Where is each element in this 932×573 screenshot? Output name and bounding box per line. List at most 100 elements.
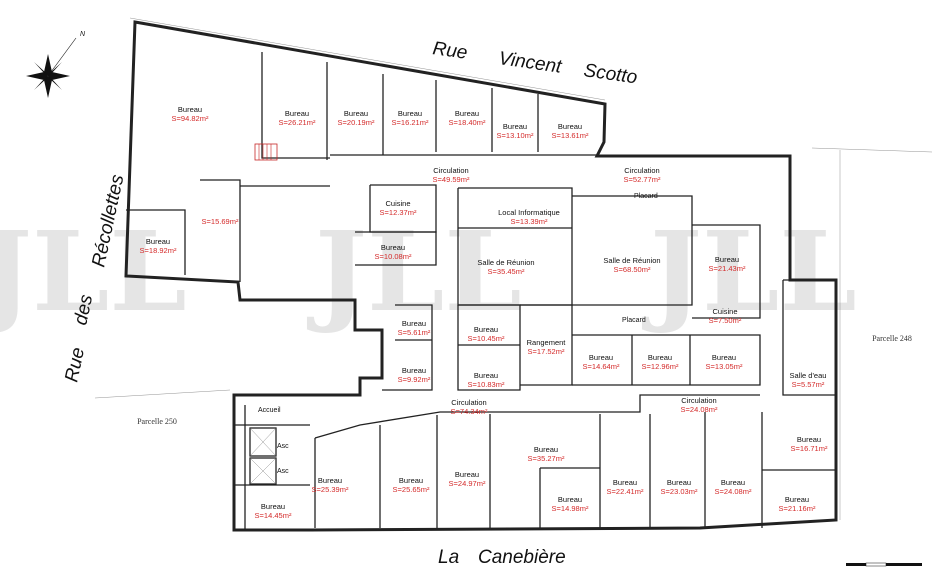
room-name: Cuisine <box>385 199 410 208</box>
room-area: S=49.59m² <box>433 175 470 184</box>
room-name: Bureau <box>712 353 736 362</box>
room-area: S=20.19m² <box>338 118 375 127</box>
room-area: S=68.50m² <box>614 265 651 274</box>
room-area: S=21.43m² <box>709 264 746 273</box>
room-area: S=25.39m² <box>312 485 349 494</box>
room-area: S=5.61m² <box>398 328 431 337</box>
room-area: S=13.39m² <box>511 217 548 226</box>
placard-label: Placard <box>634 193 658 200</box>
room-area: S=10.83m² <box>468 380 505 389</box>
room-area: S=16.71m² <box>791 444 828 453</box>
svg-text:La: La <box>438 547 459 568</box>
room-name: Bureau <box>667 478 691 487</box>
room-area: S=35.27m² <box>528 454 565 463</box>
svg-text:JLL: JLL <box>0 207 187 336</box>
street-la-canebiere: La Canebière <box>438 547 566 568</box>
room-area: S=24.08m² <box>715 487 752 496</box>
room-area: S=18.92m² <box>140 246 177 255</box>
svg-text:Rue: Rue <box>61 346 89 384</box>
room-name: Bureau <box>648 353 672 362</box>
svg-text:Rue: Rue <box>431 38 468 64</box>
room-area: S=26.21m² <box>279 118 316 127</box>
room-name: Bureau <box>344 109 368 118</box>
room-area: S=24.97m² <box>449 479 486 488</box>
internal-walls <box>126 52 836 530</box>
room-name: Bureau <box>402 319 426 328</box>
room-area: S=14.64m² <box>583 362 620 371</box>
room-name: Bureau <box>261 502 285 511</box>
elevator-label: Asc <box>277 443 289 450</box>
placard-label: Placard <box>622 317 646 324</box>
room-name: Rangement <box>527 338 567 347</box>
room-area: S=12.96m² <box>642 362 679 371</box>
room-name: Bureau <box>721 478 745 487</box>
room-name: Circulation <box>433 166 468 175</box>
scale-bar <box>846 562 922 567</box>
room-name: Bureau <box>381 243 405 252</box>
room-area: S=10.45m² <box>468 334 505 343</box>
room-name: Bureau <box>398 109 422 118</box>
room-name: Bureau <box>285 109 309 118</box>
room-area: S=13.10m² <box>497 131 534 140</box>
room-name: Salle de Réunion <box>477 258 534 267</box>
room-name: Bureau <box>613 478 637 487</box>
elevator-shafts <box>249 427 277 485</box>
room-area: S=18.40m² <box>449 118 486 127</box>
svg-text:JLL: JLL <box>641 207 857 336</box>
room-area: S=25.65m² <box>393 485 430 494</box>
room-area: S=35.45m² <box>488 267 525 276</box>
room-area: S=52.77m² <box>624 175 661 184</box>
room-name: Bureau <box>146 237 170 246</box>
room-area: S=13.05m² <box>706 362 743 371</box>
room-name: Circulation <box>451 398 486 407</box>
svg-text:Vincent: Vincent <box>497 48 563 78</box>
staircase-icon <box>254 143 278 161</box>
room-name: Bureau <box>455 109 479 118</box>
room-name: Bureau <box>178 105 202 114</box>
room-labels: BureauS=94.82m²BureauS=26.21m²BureauS=20… <box>140 105 828 520</box>
street-rue-vincent-scotto: Rue Vincent Scotto <box>431 38 638 88</box>
room-name: Cuisine <box>712 307 737 316</box>
room-name: Salle de Réunion <box>603 256 660 265</box>
room-area: S=22.41m² <box>607 487 644 496</box>
room-area: S=13.61m² <box>552 131 589 140</box>
room-name: Local Informatique <box>498 208 560 217</box>
room-name: Bureau <box>402 366 426 375</box>
room-name: Circulation <box>681 396 716 405</box>
room-area: S=15.69m² <box>202 217 239 226</box>
room-area: S=10.08m² <box>375 252 412 261</box>
room-name: Bureau <box>474 371 498 380</box>
room-area: S=21.16m² <box>779 504 816 513</box>
room-name: Circulation <box>624 166 659 175</box>
room-area: S=5.57m² <box>792 380 825 389</box>
room-area: S=7.50m² <box>709 316 742 325</box>
